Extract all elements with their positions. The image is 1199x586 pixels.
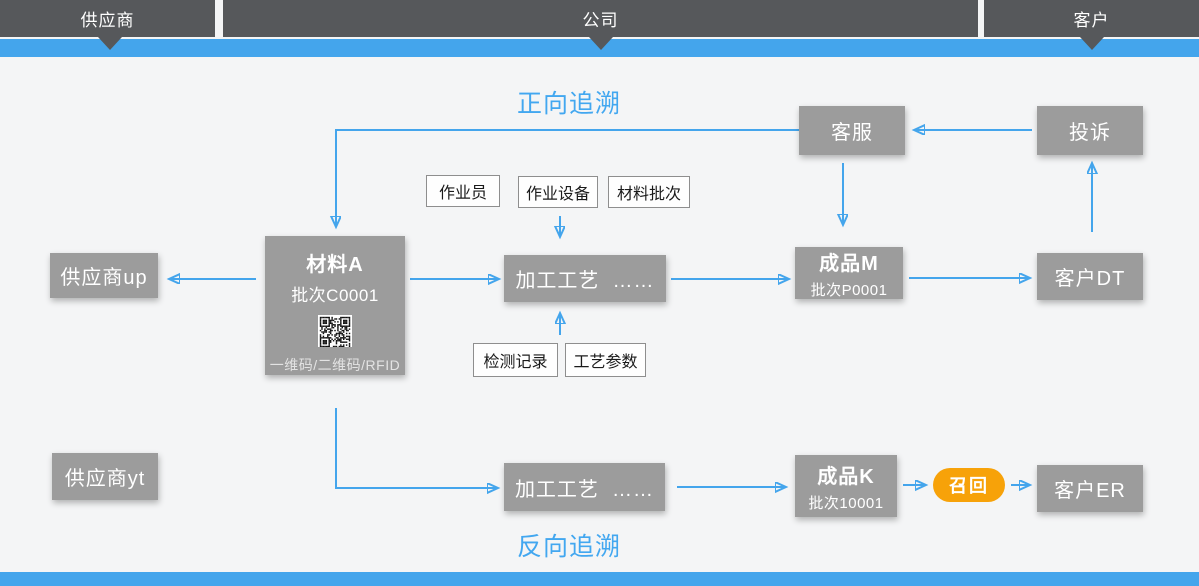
- node-complaint: 投诉: [1037, 106, 1143, 155]
- customer-er-label: 客户ER: [1054, 480, 1126, 502]
- tag-material-batch-label: 材料批次: [616, 186, 681, 203]
- forward-trace-title: 正向追溯: [516, 90, 621, 118]
- tag-operator: 作业员: [426, 175, 500, 207]
- tag-inspection-record: 检测记录: [473, 343, 558, 377]
- node-supplier-up: 供应商up: [50, 253, 158, 298]
- footer-accent-bar: [0, 572, 1199, 586]
- node-supplier-yt: 供应商yt: [52, 453, 158, 500]
- node-material-a: 材料A 批次C0001 一维码/二维码/RFID: [265, 236, 405, 375]
- header-label-supplier: 供应商: [80, 11, 135, 30]
- tag-operator-label: 作业员: [438, 185, 487, 202]
- material-a-caption: 一维码/二维码/RFID: [269, 357, 401, 373]
- tag-equipment: 作业设备: [518, 176, 598, 208]
- material-a-batch: 批次C0001: [291, 286, 379, 305]
- tag-inspection-record-label: 检测记录: [483, 354, 548, 371]
- product-k-batch: 批次10001: [808, 494, 884, 512]
- header-segment-customer: 客户: [984, 0, 1199, 37]
- customer-service-label: 客服: [831, 122, 873, 144]
- node-customer-service: 客服: [799, 106, 905, 155]
- arrow-material-a-to-process-bottom: [335, 408, 497, 488]
- supplier-up-label: 供应商up: [60, 267, 148, 289]
- node-process-bottom: 加工工艺 ……: [504, 463, 665, 511]
- product-k-title: 成品K: [817, 465, 875, 488]
- complaint-label: 投诉: [1069, 122, 1111, 144]
- node-product-k: 成品K 批次10001: [795, 455, 897, 517]
- recall-label: 召回: [949, 476, 989, 496]
- header-label-customer: 客户: [1073, 11, 1110, 30]
- product-m-title: 成品M: [819, 252, 879, 275]
- header-segment-company: 公司: [223, 0, 978, 37]
- header-segment-supplier: 供应商: [0, 0, 215, 37]
- recall-badge: 召回: [933, 468, 1005, 502]
- header-pointer-company: [589, 37, 613, 50]
- header-pointer-supplier: [98, 37, 122, 50]
- qr-code-icon: [318, 315, 352, 347]
- node-product-m: 成品M 批次P0001: [795, 247, 903, 299]
- node-customer-er: 客户ER: [1037, 465, 1143, 512]
- process-bottom-label: 加工工艺 ……: [514, 478, 655, 501]
- tag-process-params-label: 工艺参数: [573, 354, 638, 371]
- backward-trace-title: 反向追溯: [516, 533, 621, 561]
- header-label-company: 公司: [582, 11, 619, 30]
- tag-process-params: 工艺参数: [565, 343, 646, 377]
- supplier-yt-label: 供应商yt: [64, 468, 146, 490]
- tag-equipment-label: 作业设备: [525, 186, 590, 203]
- customer-dt-label: 客户DT: [1054, 268, 1126, 290]
- header-pointer-customer: [1080, 37, 1104, 50]
- tag-material-batch: 材料批次: [608, 176, 690, 208]
- node-customer-dt: 客户DT: [1037, 253, 1143, 300]
- node-process-top: 加工工艺 ……: [504, 255, 666, 302]
- product-m-batch: 批次P0001: [810, 281, 888, 299]
- process-top-label: 加工工艺 ……: [515, 270, 655, 292]
- material-a-title: 材料A: [306, 254, 364, 276]
